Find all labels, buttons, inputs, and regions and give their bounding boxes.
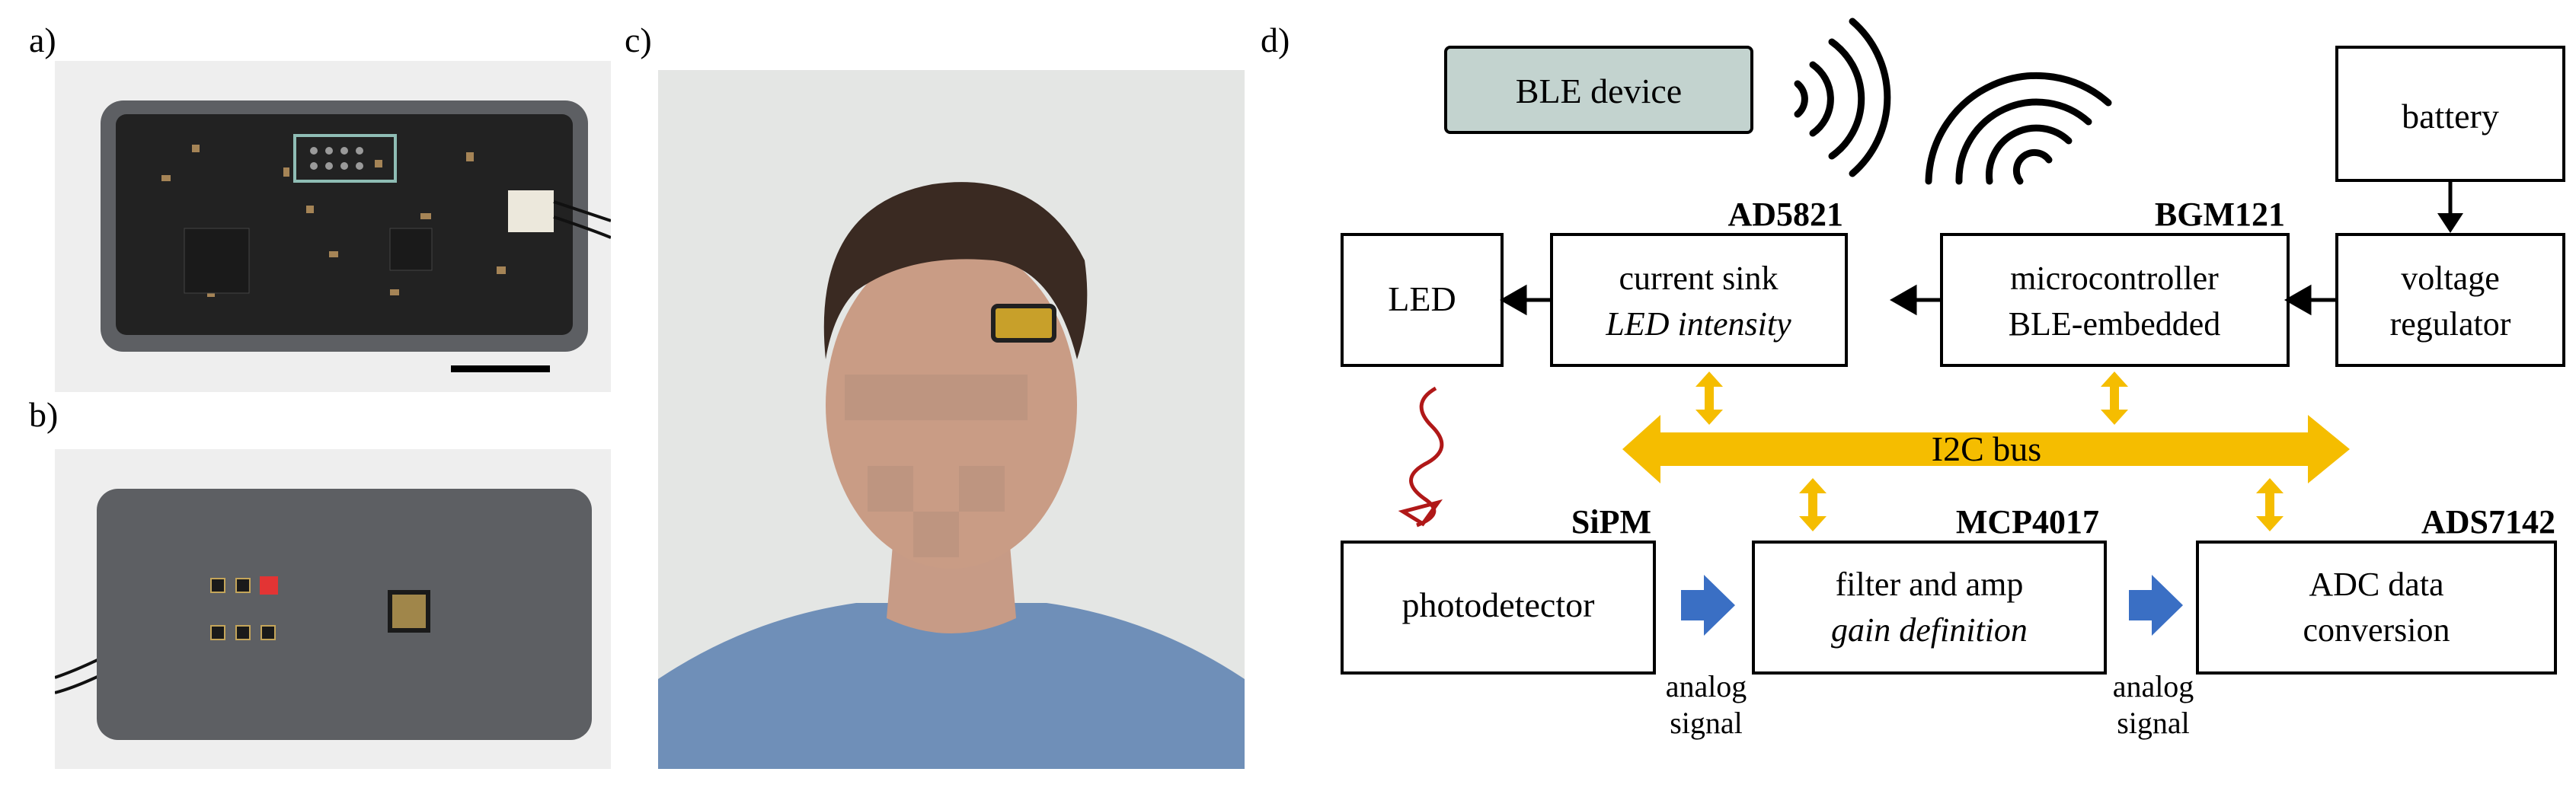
adc-label: ADC data [2309, 566, 2443, 603]
panel-label-c: c) [625, 21, 652, 59]
pcb-illustration [101, 100, 611, 372]
microcontroller-sublabel: BLE-embedded [2009, 305, 2221, 343]
mcu-wireless-icon [1925, 72, 2112, 185]
microcontroller-label: microcontroller [2010, 260, 2219, 297]
adc-box [2196, 541, 2557, 675]
photodetector-label: photodetector [1402, 585, 1595, 624]
top-row-arrows [1499, 284, 2337, 316]
panel-label-a: a) [29, 21, 56, 59]
filter-amp-sublabel: gain definition [1831, 611, 2028, 649]
led-label: LED [1388, 279, 1456, 318]
voltage-regulator-box [2335, 233, 2565, 367]
battery-box [2335, 46, 2565, 182]
battery-label: battery [2402, 97, 2499, 136]
analog-signal-label-1: analog [1666, 669, 1747, 703]
filter-amp-label: filter and amp [1836, 566, 2024, 603]
photo-device-closed [55, 449, 611, 769]
photodetector-part: SiPM [1571, 503, 1651, 541]
ble-device-label: BLE device [1516, 72, 1682, 110]
bus-connectors [1695, 372, 2284, 531]
i2c-bus-arrow [1622, 415, 2350, 483]
voltage-regulator-sublabel: regulator [2390, 305, 2511, 343]
microcontroller-part: BGM121 [2155, 196, 2285, 233]
adc-part: ADS7142 [2421, 503, 2555, 541]
filter-amp-part: MCP4017 [1956, 503, 2099, 541]
ble-wireless-icon [1794, 18, 1891, 177]
microcontroller-box [1940, 233, 2290, 367]
led-box [1341, 233, 1504, 367]
analog-signal-label-2: analog [2113, 669, 2194, 703]
current-sink-label: current sink [1619, 260, 1779, 297]
flow-arrow-photodetector-to-filter [1681, 575, 1735, 636]
device-case-illustration [55, 489, 592, 740]
voltage-regulator-label: voltage [2401, 260, 2500, 297]
adc-sublabel: conversion [2303, 611, 2450, 649]
light-wave-arrowhead [1398, 499, 1443, 527]
i2c-bus-label: I2C bus [1932, 429, 2041, 468]
photodetector-box [1341, 541, 1656, 675]
battery-arrowhead [2437, 213, 2463, 233]
filter-amp-box [1752, 541, 2107, 675]
analog-signal-sublabel-1: signal [1670, 706, 1743, 740]
subject-illustration [658, 182, 1245, 769]
panel-label-b: b) [29, 395, 59, 434]
flow-arrow-filter-to-adc [2129, 575, 2183, 636]
current-sink-part: AD5821 [1727, 196, 1843, 233]
current-sink-box [1550, 233, 1848, 367]
panel-label-d: d) [1261, 21, 1290, 59]
current-sink-sublabel: LED intensity [1605, 305, 1791, 343]
analog-signal-sublabel-2: signal [2117, 706, 2190, 740]
photo-subject-wearing-device [658, 70, 1245, 769]
ble-device-box [1444, 46, 1753, 134]
photo-device-open-pcb [55, 61, 611, 392]
